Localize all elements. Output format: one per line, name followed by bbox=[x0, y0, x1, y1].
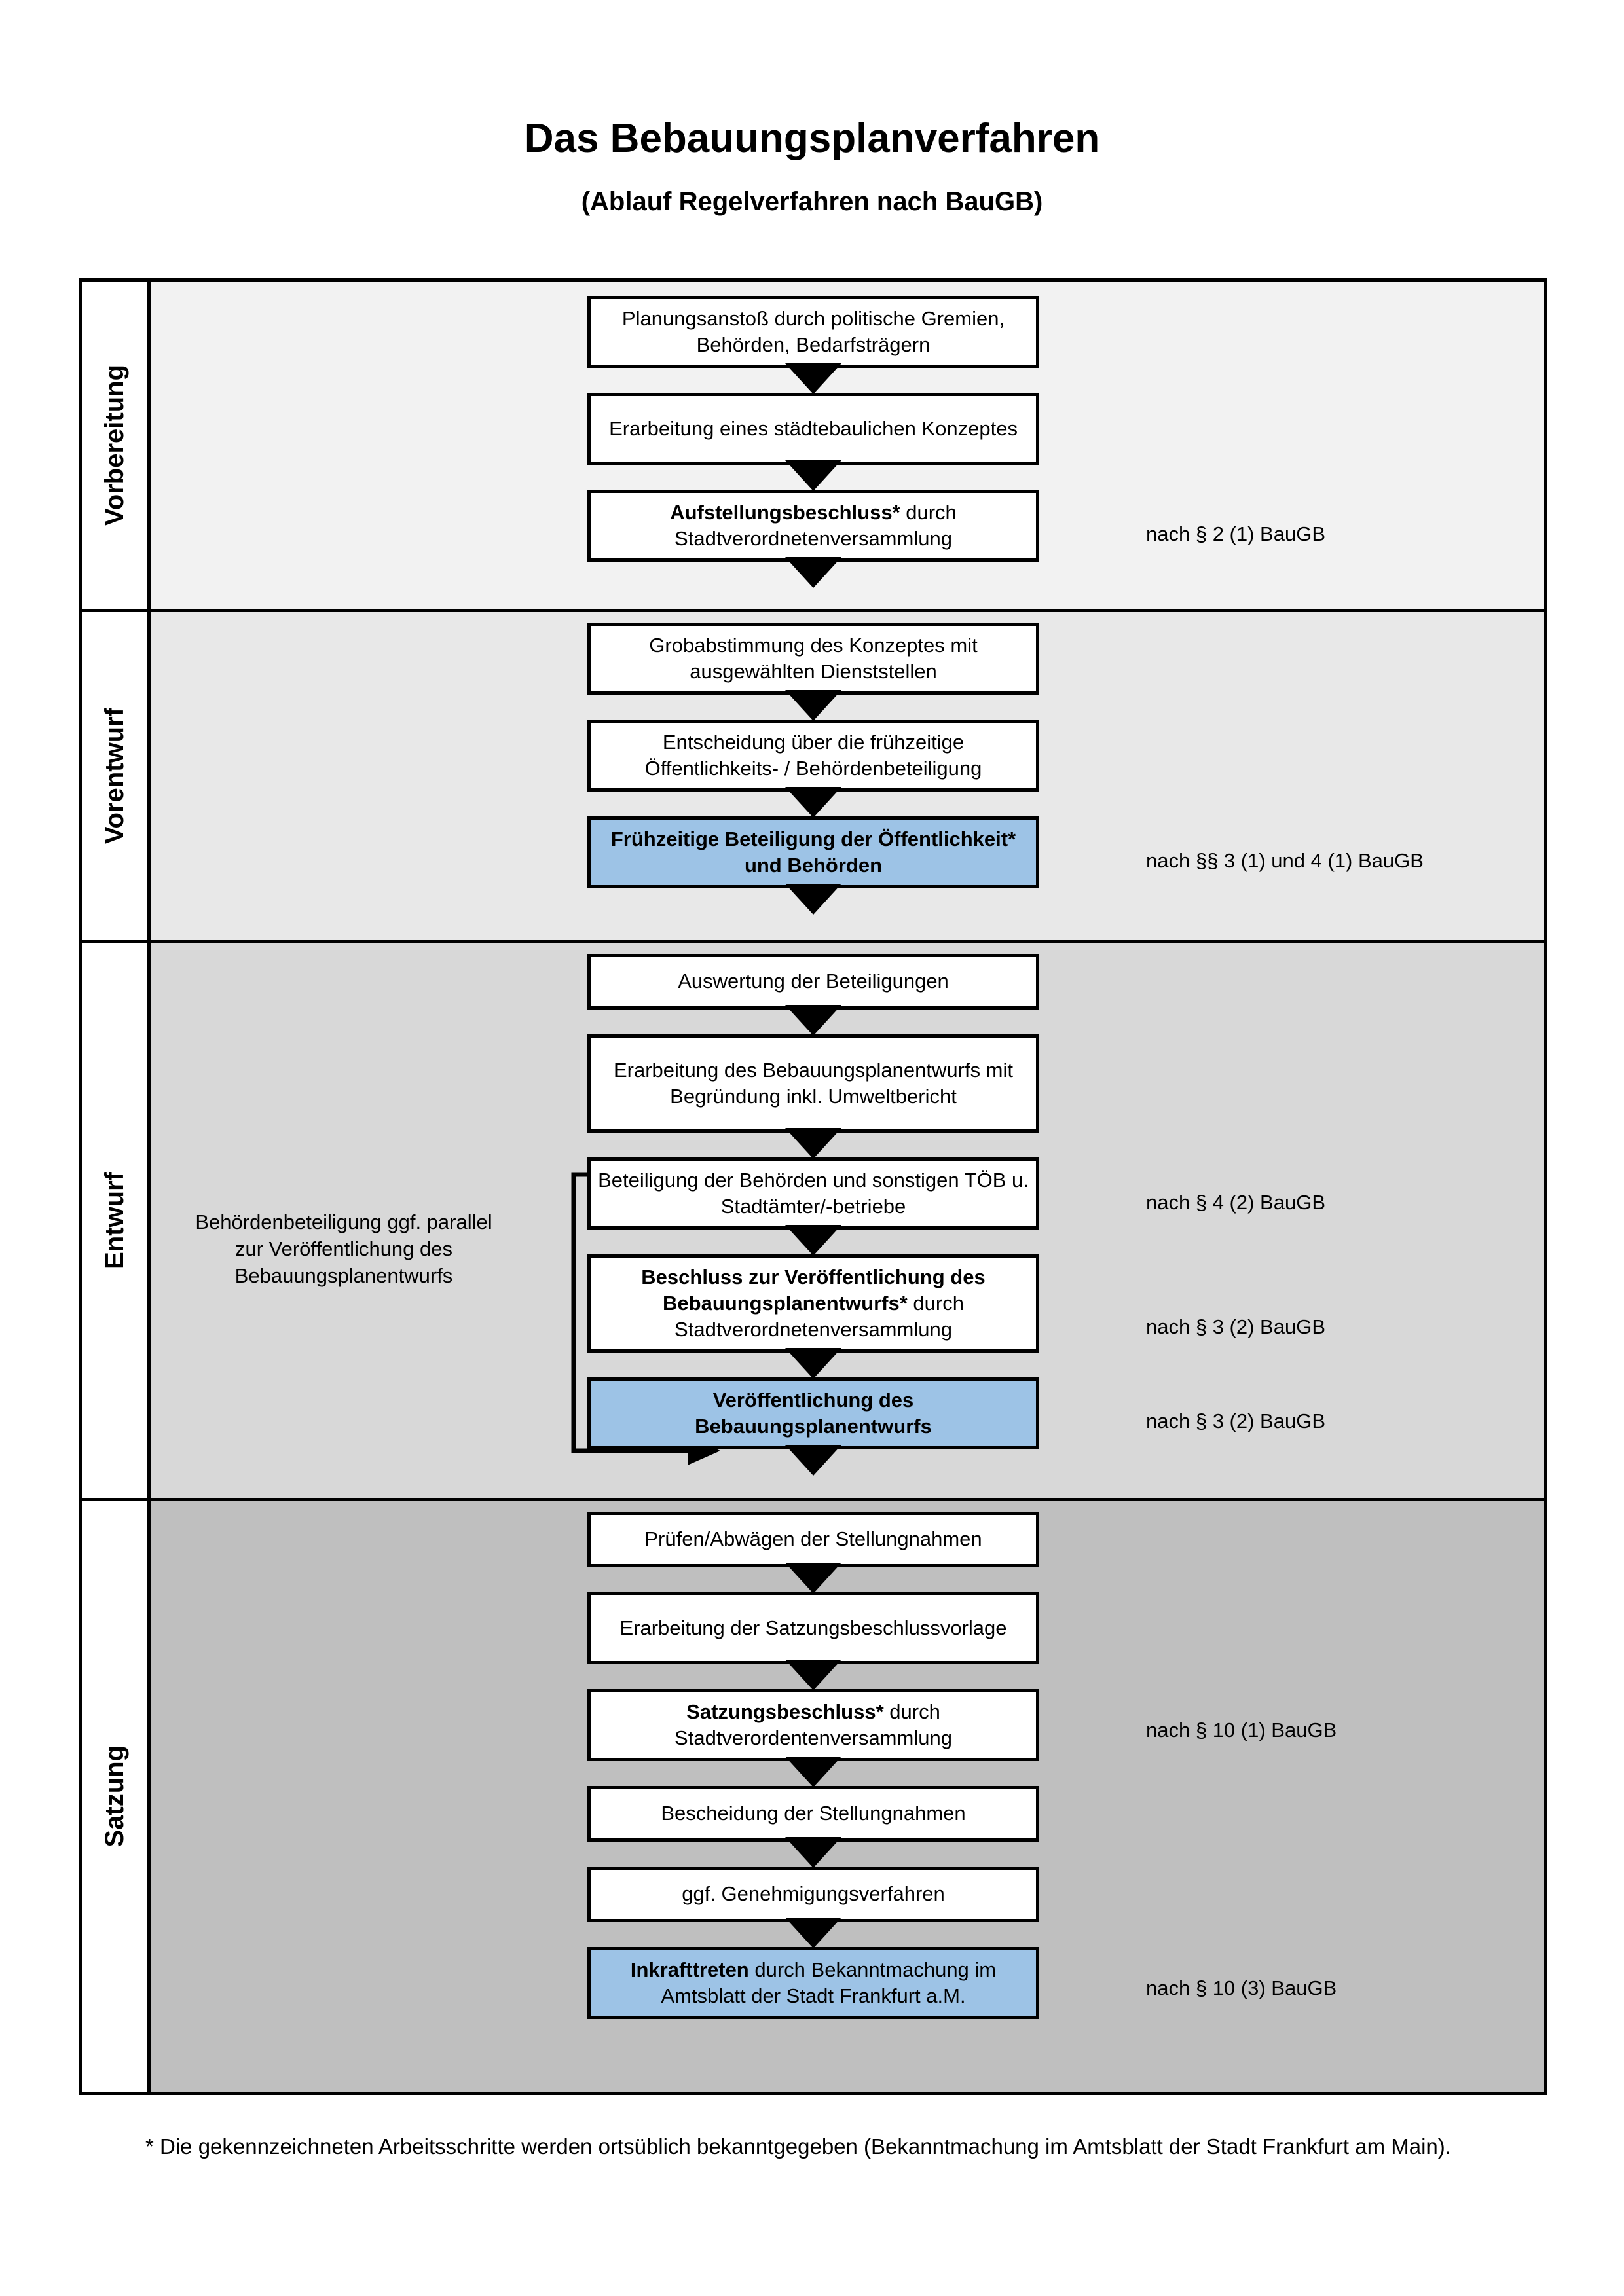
flow-arrow-icon bbox=[785, 690, 841, 721]
phase-band-entwurf: Entwurf Behördenbeteiligung ggf. paralle… bbox=[82, 943, 1544, 1501]
legal-reference-note: nach § 3 (2) BauGB bbox=[1146, 1315, 1325, 1338]
band-body-satzung: Prüfen/Abwägen der Stellungnahmen Erarbe… bbox=[151, 1501, 1544, 2092]
phase-band-satzung: Satzung Prüfen/Abwägen der Stellungnahme… bbox=[82, 1501, 1544, 2092]
step-box[interactable]: Aufstellungsbeschluss* durch Stadtverord… bbox=[587, 490, 1039, 562]
step-box-highlight[interactable]: Veröffentlichung des Bebauungsplanentwur… bbox=[587, 1377, 1039, 1449]
step-text: Grobabstimmung des Konzeptes mit ausgewä… bbox=[649, 633, 978, 683]
step-box[interactable]: Beteiligung der Behörden und sonstigen T… bbox=[587, 1157, 1039, 1230]
band-label-vorbereitung: Vorbereitung bbox=[82, 282, 151, 609]
step-box[interactable]: Grobabstimmung des Konzeptes mit ausgewä… bbox=[587, 623, 1039, 695]
step-text-bold: Aufstellungsbeschluss* bbox=[670, 500, 900, 524]
step-text-bold: Satzungsbeschluss* bbox=[686, 1700, 884, 1723]
step-text-bold: Frühzeitige Beteiligung der Öffentlichke… bbox=[610, 827, 1016, 877]
step-text: durch Stadtverordentenversammlung bbox=[674, 1700, 952, 1749]
step-box[interactable]: Beschluss zur Veröffentlichung des Bebau… bbox=[587, 1254, 1039, 1353]
step-text: Erarbeitung eines städtebaulichen Konzep… bbox=[609, 416, 1018, 440]
step-box[interactable]: ggf. Genehmigungsverfahren bbox=[587, 1867, 1039, 1922]
flow-arrow-icon bbox=[785, 1757, 841, 1787]
band-label-vorentwurf: Vorentwurf bbox=[82, 612, 151, 940]
band-body-vorbereitung: Planungsanstoß durch politische Gremien,… bbox=[151, 282, 1544, 609]
step-box[interactable]: Entscheidung über die frühzeitige Öffent… bbox=[587, 720, 1039, 792]
step-text-bold: Inkrafttreten bbox=[630, 1958, 749, 1981]
legal-reference-note: nach § 10 (1) BauGB bbox=[1146, 1719, 1337, 1741]
phase-band-vorbereitung: Vorbereitung Planungsanstoß durch politi… bbox=[82, 282, 1544, 612]
step-box[interactable]: Erarbeitung der Satzungsbeschlussvorlage bbox=[587, 1592, 1039, 1664]
step-box-highlight[interactable]: Inkrafttreten durch Bekanntmachung im Am… bbox=[587, 1947, 1039, 2019]
step-text: Bescheidung der Stellungnahmen bbox=[661, 1802, 966, 1825]
page-subtitle: (Ablauf Regelverfahren nach BauGB) bbox=[581, 187, 1043, 217]
step-text: durch Stadtverordnetenversammlung bbox=[674, 500, 957, 550]
band-label-satzung: Satzung bbox=[82, 1501, 151, 2092]
step-text: durch Bekanntmachung im Amtsblatt der St… bbox=[661, 1958, 997, 2007]
step-text: Auswertung der Beteiligungen bbox=[678, 970, 949, 993]
phase-band-vorentwurf: Vorentwurf Grobabstimmung des Konzeptes … bbox=[82, 612, 1544, 943]
step-box[interactable]: Prüfen/Abwägen der Stellungnahmen bbox=[587, 1512, 1039, 1567]
step-box[interactable]: Satzungsbeschluss* durch Stadtverordente… bbox=[587, 1689, 1039, 1761]
flow-arrow-icon bbox=[785, 363, 841, 394]
step-text: Planungsanstoß durch politische Gremien,… bbox=[621, 306, 1005, 356]
step-text: ggf. Genehmigungsverfahren bbox=[682, 1882, 945, 1906]
band-label-text: Vorentwurf bbox=[100, 708, 129, 845]
band-label-text: Entwurf bbox=[100, 1172, 129, 1269]
flow-arrow-icon bbox=[785, 1225, 841, 1256]
flowchart-container: Vorbereitung Planungsanstoß durch politi… bbox=[79, 278, 1547, 2095]
legal-reference-note: nach § 4 (2) BauGB bbox=[1146, 1191, 1325, 1214]
band-label-text: Satzung bbox=[100, 1745, 129, 1848]
footnote-text: * Die gekennzeichneten Arbeitsschritte w… bbox=[145, 2134, 1451, 2159]
flow-arrow-icon bbox=[785, 557, 841, 588]
flow-arrow-icon bbox=[785, 1918, 841, 1948]
legal-reference-note: nach § 2 (1) BauGB bbox=[1146, 522, 1325, 545]
flow-arrow-icon bbox=[785, 1563, 841, 1594]
step-text: Prüfen/Abwägen der Stellungnahmen bbox=[644, 1527, 982, 1551]
flow-arrow-icon bbox=[785, 1348, 841, 1379]
step-text-bold: Beschluss zur Veröffentlichung des Bebau… bbox=[641, 1265, 986, 1315]
flow-arrow-icon bbox=[785, 1837, 841, 1868]
flow-arrow-icon bbox=[785, 1660, 841, 1690]
step-text: Erarbeitung der Satzungsbeschlussvorlage bbox=[619, 1616, 1007, 1639]
step-text: Erarbeitung des Bebauungsplanentwurfs mi… bbox=[613, 1058, 1014, 1108]
step-box[interactable]: Auswertung der Beteiligungen bbox=[587, 954, 1039, 1010]
page-title: Das Bebauungsplanverfahren bbox=[524, 116, 1100, 161]
legal-reference-note: nach § 3 (2) BauGB bbox=[1146, 1410, 1325, 1432]
step-box-highlight[interactable]: Frühzeitige Beteiligung der Öffentlichke… bbox=[587, 816, 1039, 888]
flow-arrow-icon bbox=[785, 1128, 841, 1159]
step-box[interactable]: Bescheidung der Stellungnahmen bbox=[587, 1786, 1039, 1842]
band-body-vorentwurf: Grobabstimmung des Konzeptes mit ausgewä… bbox=[151, 612, 1544, 940]
legal-reference-note: nach §§ 3 (1) und 4 (1) BauGB bbox=[1146, 849, 1424, 872]
flow-arrow-icon bbox=[785, 1005, 841, 1036]
step-box[interactable]: Planungsanstoß durch politische Gremien,… bbox=[587, 296, 1039, 368]
flow-arrow-icon bbox=[785, 884, 841, 915]
step-text: Beteiligung der Behörden und sonstigen T… bbox=[598, 1168, 1029, 1218]
band-label-entwurf: Entwurf bbox=[82, 943, 151, 1498]
step-text-bold: Veröffentlichung des Bebauungsplanentwur… bbox=[695, 1388, 932, 1438]
title-block: Das Bebauungsplanverfahren (Ablauf Regel… bbox=[0, 116, 1624, 217]
step-text: Entscheidung über die frühzeitige Öffent… bbox=[644, 730, 982, 780]
step-box[interactable]: Erarbeitung des Bebauungsplanentwurfs mi… bbox=[587, 1034, 1039, 1133]
band-label-text: Vorbereitung bbox=[100, 365, 129, 526]
legal-reference-note: nach § 10 (3) BauGB bbox=[1146, 1977, 1337, 1999]
flow-arrow-icon bbox=[785, 460, 841, 491]
flow-arrow-icon bbox=[785, 787, 841, 818]
step-text: durch Stadtverordnetenversammlung bbox=[674, 1291, 964, 1341]
flow-arrow-icon bbox=[785, 1445, 841, 1476]
step-box[interactable]: Erarbeitung eines städtebaulichen Konzep… bbox=[587, 393, 1039, 465]
parallel-process-note: Behördenbeteiligung ggf. parallel zur Ve… bbox=[195, 1211, 492, 1288]
band-body-entwurf: Behördenbeteiligung ggf. parallel zur Ve… bbox=[151, 943, 1544, 1498]
